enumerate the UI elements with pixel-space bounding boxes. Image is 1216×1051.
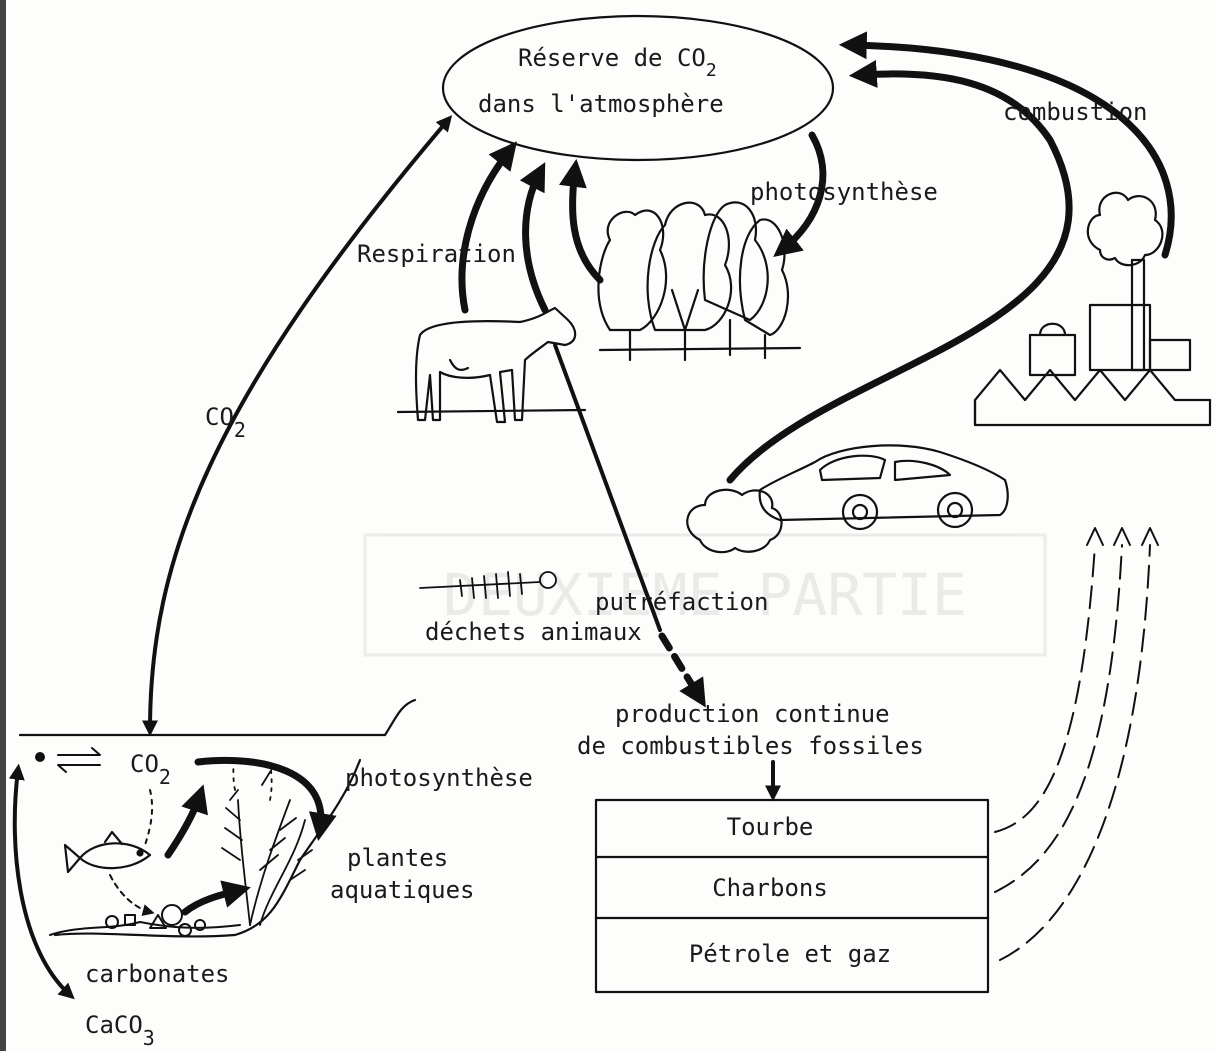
atmosphere-reserve: Réserve de CO2 dans l'atmosphère xyxy=(443,16,833,160)
fish-waste-arrow xyxy=(110,875,150,912)
factory-icon xyxy=(975,260,1210,425)
plantes-line2: aquatiques xyxy=(330,876,475,904)
production-line1: production continue xyxy=(615,700,890,728)
photosynthesis-water-label: photosynthèse xyxy=(345,764,533,792)
photosynthesis-top-label: photosynthèse xyxy=(750,178,938,206)
atmosphere-line2: dans l'atmosphère xyxy=(478,90,724,118)
atmosphere-line1: Réserve de CO2 xyxy=(518,44,717,81)
fossil-fuel-table: Tourbe Charbons Pétrole et gaz xyxy=(596,800,988,992)
equilibrium-arrows xyxy=(58,748,100,772)
fish-respiration-arrow xyxy=(168,795,200,855)
cow-icon xyxy=(398,308,585,422)
caco3-label: CaCO3 xyxy=(85,1011,155,1050)
dechets-label: déchets animaux xyxy=(425,618,642,646)
tree-icon xyxy=(598,202,800,360)
combustion-label: combustion xyxy=(1003,98,1148,126)
bubble-trail xyxy=(145,790,152,845)
production-line2: de combustibles fossiles xyxy=(577,732,924,760)
respiration-arrows xyxy=(462,150,600,310)
carbonate-to-plant-arrow xyxy=(185,890,240,912)
co2-water-label: CO2 xyxy=(130,750,171,789)
aquatic-plant-icon xyxy=(222,760,312,925)
fossil-petrole-gaz: Pétrole et gaz xyxy=(689,940,891,968)
fossil-release-arrows xyxy=(995,545,1150,960)
fish-icon xyxy=(65,832,150,872)
fossil-charbons: Charbons xyxy=(712,874,828,902)
page-edge xyxy=(0,0,6,1051)
carbonate-dot xyxy=(35,752,45,762)
fossil-tourbe: Tourbe xyxy=(727,813,814,841)
putrefaction-label: putréfaction xyxy=(595,588,768,616)
putrefaction-dashed-arrow xyxy=(662,636,700,698)
fossil-release-arrowheads xyxy=(1087,528,1158,545)
carbonates-arrow xyxy=(15,770,70,995)
respiration-label: Respiration xyxy=(357,240,516,268)
carbonates-label: carbonates xyxy=(85,960,230,988)
smoke-icon xyxy=(1088,193,1163,265)
plantes-line1: plantes xyxy=(347,844,448,872)
photosynthesis-arrow-water xyxy=(198,760,321,830)
co2-exchange-arrow xyxy=(150,120,448,730)
